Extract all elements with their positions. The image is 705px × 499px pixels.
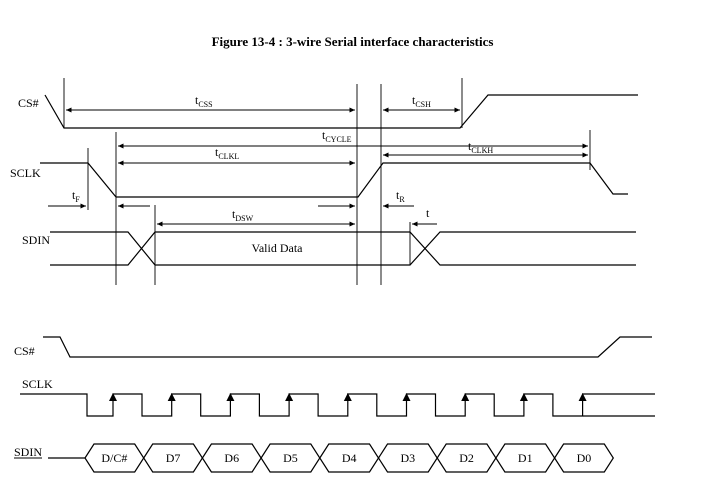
reference-lines <box>63 78 591 285</box>
rising-edge-arrow-icon <box>343 393 352 401</box>
cs-signal-label: CS# <box>18 96 39 110</box>
tf-label: tF <box>72 188 80 204</box>
tdsw-label: tDSW <box>232 207 254 223</box>
rising-edge-arrow-icon <box>226 393 235 401</box>
bit-label: D5 <box>283 451 298 465</box>
bit-label: D0 <box>577 451 592 465</box>
sdin-bit-sequence: D/C# D7 D6 D5 D4 D3 D2 D1 D0 <box>48 443 615 473</box>
figure-title: Figure 13-4 : 3-wire Serial interface ch… <box>211 34 494 49</box>
sclk-square-wave <box>20 393 655 417</box>
bit-label: D3 <box>401 451 416 465</box>
bit-label: D/C# <box>101 451 127 465</box>
tcsh-label: tCSH <box>412 93 431 109</box>
cs-waveform <box>44 94 638 129</box>
rising-edge-arrow-icon <box>285 393 294 401</box>
sclk-waveform <box>40 162 628 198</box>
tclkh-label: tCLKH <box>468 139 493 155</box>
rising-edge-arrow-icon <box>109 393 117 401</box>
valid-data-label: Valid Data <box>252 241 304 255</box>
rising-edge-arrow-icon <box>578 393 587 401</box>
sdin-signal-label: SDIN <box>22 233 50 247</box>
bit-label: D6 <box>224 451 239 465</box>
cs-signal-label-2: CS# <box>14 344 35 358</box>
sdin-waveform-bottom <box>50 231 636 266</box>
rising-edge-arrow-icon <box>402 393 411 401</box>
bit-label: D2 <box>459 451 474 465</box>
sclk-signal-label: SCLK <box>10 166 41 180</box>
bit-cell <box>553 443 615 473</box>
tcycle-label: tCYCLE <box>322 128 352 144</box>
rising-edge-arrow-icon <box>461 393 470 401</box>
sdin-waveform-top <box>50 231 636 266</box>
bit-label: D7 <box>166 451 181 465</box>
t-hold-label: t <box>426 206 430 220</box>
bit-label: D1 <box>518 451 533 465</box>
cs-waveform-2 <box>43 336 652 358</box>
rising-edge-arrow-icon <box>519 393 528 401</box>
sclk-clock-waveform <box>20 393 655 417</box>
bit-label: D4 <box>342 451 357 465</box>
tcss-label: tCSS <box>195 93 213 109</box>
sdin-signal-label-2: SDIN <box>14 445 42 459</box>
tclkl-label: tCLKL <box>215 145 239 161</box>
rising-edge-arrow-icon <box>167 393 176 401</box>
tr-label: tR <box>396 188 405 204</box>
sclk-signal-label-2: SCLK <box>22 377 53 391</box>
